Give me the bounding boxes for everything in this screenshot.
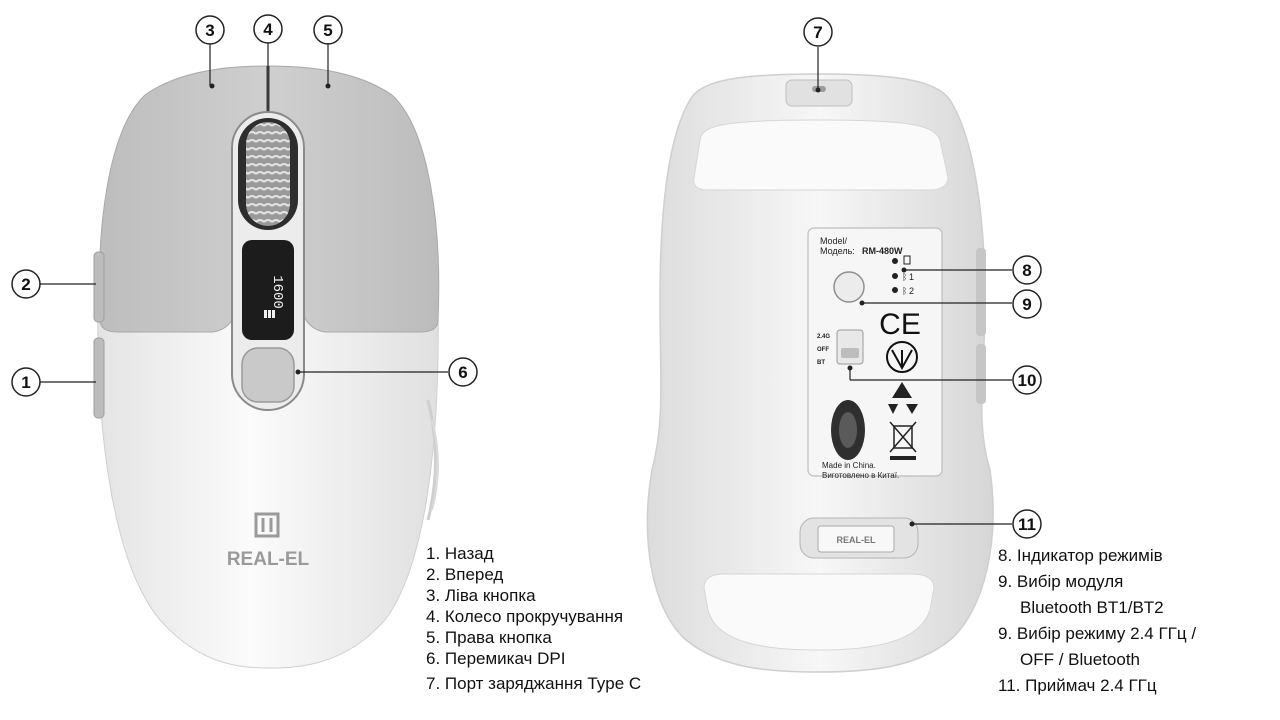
legend-item: 8. Індикатор режимів	[998, 546, 1163, 565]
model-label-ua: Модель:	[820, 246, 855, 256]
dongle-icon	[903, 255, 911, 265]
legend-item: 9. Вибір модуля	[998, 572, 1124, 591]
weee-bin-icon	[889, 421, 917, 460]
legend-item-continued: Bluetooth BT1/BT2	[1020, 598, 1164, 617]
callout-3: 3	[195, 15, 225, 45]
callout-dots	[209, 83, 915, 527]
recycle-icon	[888, 382, 918, 414]
svg-text:9: 9	[1022, 295, 1031, 314]
legend-item-continued: OFF / Bluetooth	[1020, 650, 1140, 669]
realel-logo-top: REAL-EL	[227, 512, 310, 570]
svg-text:4: 4	[263, 20, 273, 39]
switch-label-24g: 2.4G	[817, 334, 830, 340]
model-value: RM-480W	[862, 246, 903, 256]
svg-text:2: 2	[21, 275, 30, 294]
mouse-top-body	[97, 299, 439, 669]
callout-5: 5	[313, 15, 343, 45]
mode-indicator: ᛒ 1 ᛒ 2	[892, 255, 914, 297]
made-in-ua: Виготовлено в Китаї.	[822, 471, 899, 480]
legend-item: 4. Колесо прокручування	[426, 607, 624, 626]
svg-text:7: 7	[813, 23, 822, 42]
back-side-button[interactable]	[93, 337, 105, 419]
callout-11: 11	[1012, 509, 1042, 539]
svg-text:6: 6	[458, 363, 467, 382]
legend-item: 3. Ліва кнопка	[426, 586, 536, 605]
callout-markers: 1 2 3 4 5 6 7 8	[11, 14, 1042, 539]
callouts	[40, 43, 1012, 525]
legend-item: 11. Приймач 2.4 ГГц	[998, 676, 1157, 695]
glide-pad-top	[693, 119, 949, 191]
made-in-en: Made in China.	[822, 461, 876, 470]
svg-text:5: 5	[323, 21, 332, 40]
bluetooth-icon: ᛒ	[902, 286, 907, 297]
legend-item: 7. Порт заряджання Type C	[426, 674, 642, 693]
dpi-value: 1600	[269, 275, 285, 309]
bluetooth-icon: ᛒ	[902, 272, 907, 283]
bt1-label: 1	[909, 272, 914, 282]
legend-left: 1. Назад 2. Вперед 3. Ліва кнопка 4. Кол…	[426, 543, 641, 694]
brand-text-top: REAL-EL	[227, 549, 310, 570]
mouse-bottom-view: Model/ Модель: RM-480W ᛒ 1 ᛒ 2 CE 2.4G O…	[646, 73, 994, 673]
legend-item: 9. Вибір режиму 2.4 ГГц /	[998, 624, 1197, 643]
ce-mark: CE	[879, 308, 921, 341]
callout-9: 9	[1012, 289, 1042, 319]
bt2-label: 2	[909, 286, 914, 296]
usb-receiver[interactable]	[817, 525, 895, 553]
svg-text:11: 11	[1018, 515, 1036, 534]
mouse-top-view: 1600 REAL-EL	[93, 65, 440, 669]
callout-10: 10	[1012, 365, 1042, 395]
dpi-display	[242, 240, 294, 340]
switch-label-bt: BT	[817, 360, 825, 366]
forward-side-button[interactable]	[93, 251, 105, 323]
callout-8: 8	[1012, 255, 1042, 285]
callout-2: 2	[11, 269, 41, 299]
certification-icon	[886, 341, 918, 373]
receiver-brand: REAL-EL	[837, 535, 876, 545]
dpi-button[interactable]	[241, 347, 295, 403]
legend-item: 2. Вперед	[426, 565, 504, 584]
type-c-port	[785, 79, 853, 107]
svg-text:3: 3	[205, 21, 214, 40]
bt-select-button[interactable]	[833, 271, 865, 303]
callout-6: 6	[448, 357, 478, 387]
callout-1: 1	[11, 367, 41, 397]
svg-text:8: 8	[1022, 261, 1031, 280]
svg-text:1: 1	[21, 373, 30, 392]
scroll-wheel	[246, 122, 290, 226]
legend-item: 6. Перемикач DPI	[426, 649, 566, 668]
callout-4: 4	[253, 14, 283, 44]
legend-item: 5. Права кнопка	[426, 628, 552, 647]
legend-item: 1. Назад	[426, 544, 494, 563]
model-label-en: Model/	[820, 236, 848, 246]
glide-pad-bottom	[703, 573, 935, 651]
callout-7: 7	[803, 17, 833, 47]
switch-label-off: OFF	[817, 347, 829, 353]
legend-right: 8. Індикатор режимів 9. Вибір модуля Blu…	[998, 543, 1196, 699]
svg-text:10: 10	[1018, 371, 1037, 390]
mode-switch[interactable]	[836, 329, 864, 365]
